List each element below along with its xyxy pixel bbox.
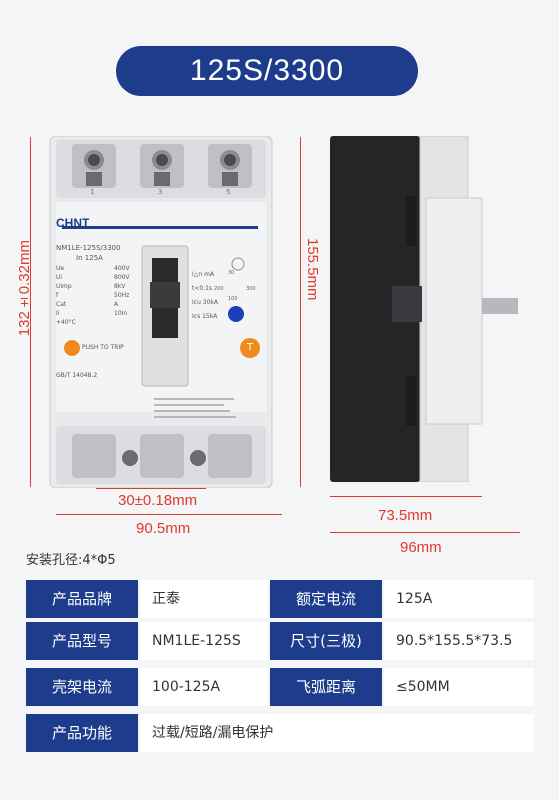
test-button[interactable]: T (247, 342, 254, 353)
terminal-label-1: 1 (90, 188, 95, 196)
dim-line-depth-body (330, 496, 482, 497)
dim-line-hole-spacing (96, 488, 206, 489)
table-value: NM1LE-125S (140, 622, 268, 660)
dim-line-height-front (30, 137, 31, 487)
dial-value-right: 300 (246, 286, 256, 292)
dim-height-total: 155.5mm (304, 238, 321, 301)
table-value: 90.5*155.5*73.5 (384, 622, 534, 660)
table-header: 壳架电流 (26, 668, 138, 706)
table-value: 正泰 (140, 580, 268, 618)
table-value: 125A (384, 580, 534, 618)
table-header: 尺寸(三极) (270, 622, 382, 660)
push-to-trip-label: PUSH TO TRIP (82, 344, 124, 351)
dim-line-depth-total (330, 532, 520, 533)
dim-hole-spacing: 30±0.18mm (118, 492, 198, 509)
table-header: 产品功能 (26, 714, 138, 752)
model-label: NM1LE-125S/3300 (56, 244, 121, 252)
table-header: 产品型号 (26, 622, 138, 660)
table-row: 产品品牌 正泰 额定电流 125A (26, 580, 534, 618)
table-row: 产品型号 NM1LE-125S 尺寸(三极) 90.5*155.5*73.5 (26, 622, 534, 660)
dim-width: 90.5mm (136, 520, 191, 537)
install-note: 安装孔径:4*Φ5 (26, 553, 116, 568)
table-header: 额定电流 (270, 580, 382, 618)
terminal-label-3: 3 (158, 188, 163, 196)
dial-value-top: 30 (228, 270, 235, 276)
dial-value-bottom: 100 (228, 296, 238, 302)
brand-logo: CHNT (56, 216, 90, 230)
dim-depth-total: 96mm (400, 539, 442, 556)
table-header: 产品品牌 (26, 580, 138, 618)
table-row: 壳架电流 100-125A 飞弧距离 ≤50MM (26, 668, 534, 706)
dim-height-front: 132±0.32mm (16, 240, 33, 337)
dim-depth-body: 73.5mm (378, 507, 433, 524)
breaker-side-view (330, 135, 520, 483)
dial-value-left: 200 (214, 286, 224, 292)
title-banner: 125S/3300 (116, 46, 418, 96)
table-header: 飞弧距离 (270, 668, 382, 706)
table-row: 产品功能 过载/短路/漏电保护 (26, 714, 534, 752)
table-value: 100-125A (140, 668, 268, 706)
terminal-label-5: 5 (226, 188, 231, 196)
table-value: ≤50MM (384, 668, 534, 706)
table-value: 过载/短路/漏电保护 (140, 714, 534, 752)
standard-label: GB/T 14048.2 (56, 372, 98, 379)
rating-label: In 125A (76, 254, 103, 262)
dim-line-width (56, 514, 282, 515)
dim-line-height-total (300, 137, 301, 487)
